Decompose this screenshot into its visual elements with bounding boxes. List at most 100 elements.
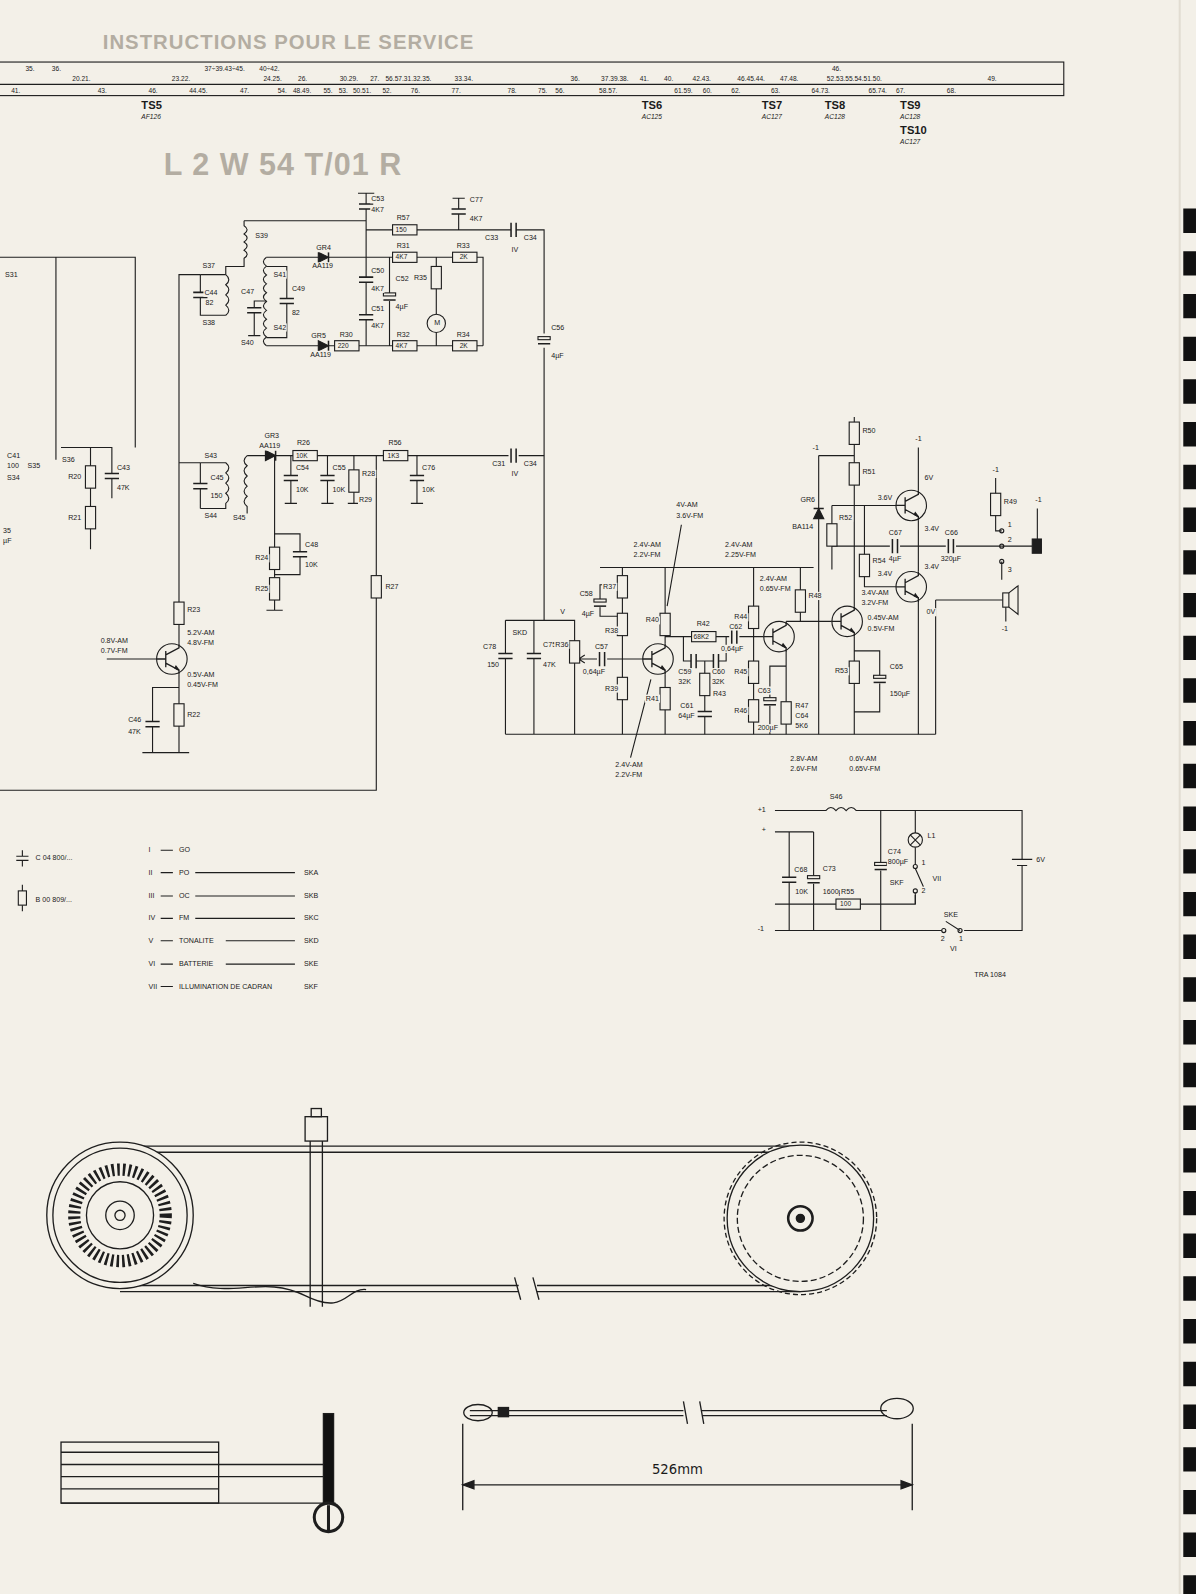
voltage-label: 3.2V-FM — [860, 599, 889, 607]
component-label: S36 — [61, 456, 76, 464]
component-label: S37 — [201, 262, 216, 270]
component-label: R40 — [645, 616, 660, 624]
component-label: V — [559, 608, 566, 616]
component-label: S41 — [273, 271, 288, 279]
component-label: C34 — [523, 460, 538, 468]
component-label: 10K — [304, 561, 319, 569]
component-label: -1 — [757, 924, 765, 932]
component-label: 64µF — [677, 712, 695, 720]
component-label: C78 — [482, 643, 497, 651]
component-label: 4K7 — [370, 285, 385, 293]
switch-key: OC — [178, 892, 191, 900]
reference-number: 65.74. — [868, 86, 888, 94]
voltage-label: 0V — [925, 608, 936, 616]
transistor-label: TS6 — [641, 99, 664, 112]
component-label: C74 — [887, 848, 902, 856]
reference-number: 30.29. — [339, 75, 359, 83]
component-label: 10K — [295, 486, 310, 494]
component-label: C45 — [210, 474, 225, 482]
voltage-label: 0.5V-FM — [866, 624, 895, 632]
reference-number: 47.48. — [779, 75, 799, 83]
reference-number: 47. — [239, 86, 250, 94]
voltage-label: 2.4V-AM — [759, 575, 788, 583]
switch-key: SKA — [303, 869, 319, 877]
reference-number: 63. — [770, 86, 781, 94]
switch-key: SKE — [303, 960, 319, 968]
voltage-label: 3.4V-AM — [860, 589, 889, 597]
component-label: C41 — [6, 452, 21, 460]
switch-key: VII — [932, 875, 943, 883]
switch-key: C 04 800/... — [35, 854, 74, 862]
component-label: C64 — [794, 712, 809, 720]
component-label: C31 — [491, 460, 506, 468]
resistor-value: 68K2 — [694, 633, 709, 641]
transistor-label: TS7 — [761, 99, 784, 112]
component-label: C65 — [889, 663, 904, 671]
component-symbols — [85, 204, 1000, 909]
component-label: 100 — [6, 462, 20, 470]
component-label: R55 — [840, 888, 855, 896]
switch-key: FM — [178, 914, 190, 922]
reference-number: 60. — [702, 86, 713, 94]
switch-key: IV — [147, 914, 156, 922]
component-label: R43 — [712, 690, 727, 698]
component-label: 10K — [332, 486, 347, 494]
voltage-label: 2.4V-AM — [614, 761, 643, 769]
reference-number: 54. — [277, 86, 288, 94]
component-label: S38 — [201, 319, 216, 327]
voltage-label: 6V — [923, 474, 934, 482]
switch-key: B 00 809/... — [35, 896, 73, 904]
component-label: R20 — [67, 473, 82, 481]
reference-number: 48.49. — [292, 86, 312, 94]
reference-number: 41. — [10, 86, 21, 94]
component-label: S35 — [26, 462, 41, 470]
switch-key: SKF — [889, 879, 905, 887]
reference-number: 43. — [97, 86, 108, 94]
switch-key: SKB — [303, 892, 319, 900]
component-label: R35 — [413, 274, 428, 282]
voltage-label: 3.4V — [923, 562, 940, 570]
transistor-type: AC128 — [899, 113, 921, 121]
switch-key: 1 — [958, 935, 964, 943]
component-label: 5K6 — [794, 722, 809, 730]
component-label: 0,64µF — [720, 645, 744, 653]
component-label: -1 — [992, 466, 1000, 474]
reference-number: 50.51. — [352, 86, 372, 94]
component-label: 82 — [291, 309, 301, 317]
component-label: C48 — [304, 541, 319, 549]
component-label: R44 — [733, 613, 748, 621]
component-label: 200µF — [757, 724, 779, 732]
component-label: C66 — [944, 529, 959, 537]
component-label: R50 — [861, 427, 876, 435]
voltage-label: 4V-AM — [675, 501, 698, 509]
reference-number: 33.34. — [454, 75, 474, 83]
voltage-label: 3.6V — [877, 494, 894, 502]
component-label: 10K — [794, 888, 809, 896]
reference-number: 37.39.38. — [600, 75, 630, 83]
voltage-label: 0.45V-AM — [866, 614, 899, 622]
component-label: R45 — [733, 668, 748, 676]
component-label: R29 — [358, 496, 373, 504]
resistor-value: 10K — [296, 452, 308, 460]
component-label: S40 — [240, 339, 255, 347]
component-label: C56 — [550, 323, 565, 331]
component-label: -1 — [812, 443, 820, 451]
reference-number: 52.53.55.54.51.50. — [826, 75, 883, 83]
reference-number: 40÷42. — [258, 65, 280, 73]
transistor-label: TS10 — [899, 124, 928, 137]
component-label: AA119 — [258, 442, 281, 450]
component-label: 4µF — [888, 555, 902, 563]
resistor-value: 2K — [460, 342, 468, 350]
reference-number: 35. — [24, 65, 35, 73]
reference-number: 41. — [639, 75, 650, 83]
component-label: S44 — [203, 512, 218, 520]
component-label: 10K — [421, 486, 436, 494]
component-label: R25 — [254, 585, 269, 593]
transistor-label: TS9 — [899, 99, 922, 112]
component-label: GR5 — [310, 332, 327, 340]
switch-key: SKE — [943, 911, 959, 919]
component-label: C60 — [711, 668, 726, 676]
voltage-label: 0.5V-AM — [186, 671, 215, 679]
reference-number: 46.45.44. — [736, 75, 766, 83]
